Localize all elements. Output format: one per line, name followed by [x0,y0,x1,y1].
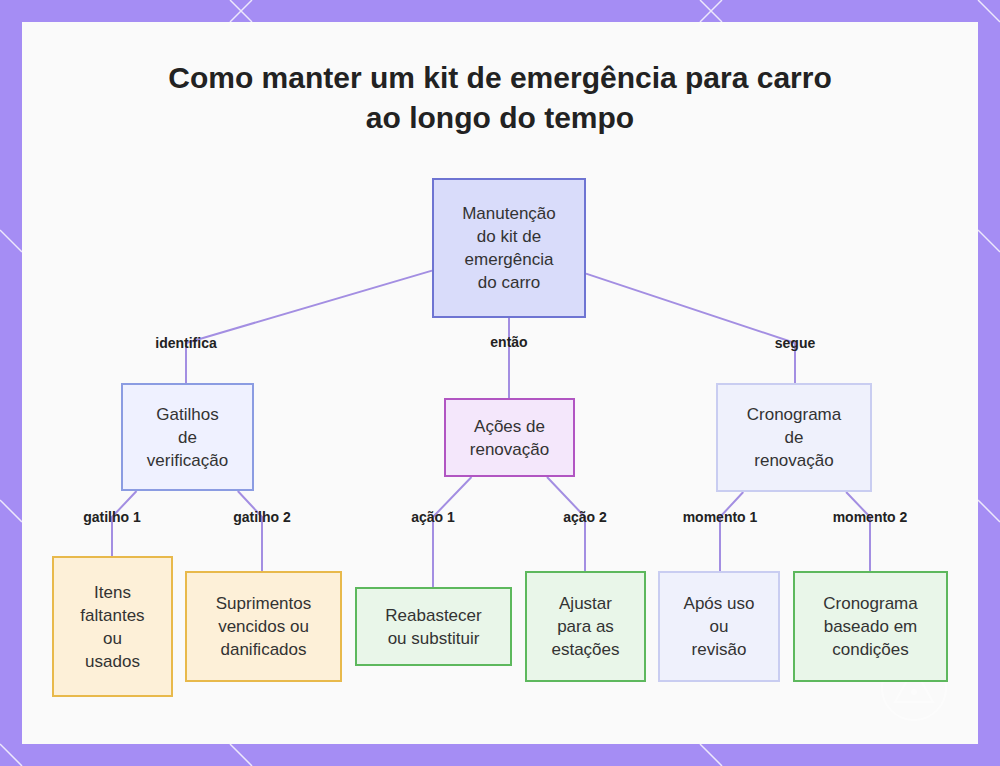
category-box: Cronograma de renovação [716,383,872,492]
node-label: Cronograma de renovação [744,403,844,472]
connector-label: ação 2 [563,509,607,525]
connector-line [846,492,870,571]
node-label: Reabastecer ou substituir [385,604,483,650]
connector-line [586,274,795,383]
connector-line [508,318,510,398]
connector-label: gatilho 1 [83,509,141,525]
connector-label: identifica [155,335,216,351]
category-box: Ações de renovação [444,398,575,477]
category-box: Gatilhos de verificação [121,383,254,491]
connector-label: então [490,334,527,350]
connector-label: momento 1 [683,509,758,525]
root-box: Manutenção do kit de emergência do carro [432,178,586,318]
diagram-title: Como manter um kit de emergência para ca… [150,58,850,138]
connector-line [720,492,743,571]
connector-label: gatilho 2 [233,509,291,525]
node-label: Após uso ou revisão [681,592,757,661]
trigger-box: Itens faltantes ou usados [52,556,173,697]
node-label: Ajustar para as estações [546,592,626,661]
connector-line [186,271,432,383]
node-label: Suprimentos vencidos ou danificados [208,592,320,661]
connector-label: segue [775,335,815,351]
connector-line [238,491,262,571]
node-label: Cronograma baseado em condições [814,592,928,661]
connector-line [433,477,471,587]
trigger-box: Suprimentos vencidos ou danificados [185,571,342,682]
connector-label: ação 1 [411,509,455,525]
moment-box: Cronograma baseado em condições [793,571,948,682]
white-panel [22,22,978,744]
node-label: Manutenção do kit de emergência do carro [454,202,564,294]
node-label: Ações de renovação [460,415,560,461]
connector-label: momento 2 [833,509,908,525]
action-box: Ajustar para as estações [525,571,646,682]
node-label: Gatilhos de verificação [146,403,230,472]
node-label: Itens faltantes ou usados [77,581,149,673]
moment-box: Após uso ou revisão [658,571,780,682]
action-box: Reabastecer ou substituir [355,587,512,666]
